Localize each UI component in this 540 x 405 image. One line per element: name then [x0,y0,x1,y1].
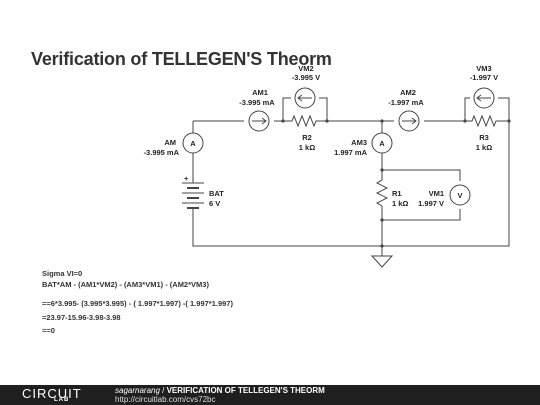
am2-name: AM2 [400,88,416,97]
am3-value: 1.997 mA [334,148,368,157]
vm2-name: VM2 [298,64,313,73]
footer-circuit-title[interactable]: VERIFICATION OF TELLEGEN'S THEORM [166,386,325,395]
am-symbol: A [190,139,196,148]
wire-r3-bridge [464,97,510,121]
resistor-r3 [382,114,510,247]
bat-plus: + [184,174,189,183]
resistor-r1 [375,170,389,246]
ground-icon [370,255,394,268]
r2-name: R2 [302,133,312,142]
note-line-1: Sigma VI=0 [42,269,83,278]
ammeter-am-icon [182,132,204,154]
circuitlab-logo-sub: LAB [54,397,70,403]
am-name: AM [164,138,176,147]
circuit-schematic: A A V + AM -3.995 mA AM1 -3.995 mA VM2 -… [144,64,511,268]
r1-value: 1 kΩ [392,199,408,208]
am2-value: -1.997 mA [388,98,424,107]
vm1-value: 1.997 V [418,199,444,208]
resistor-r2 [283,114,327,128]
vm2-value: -3.995 V [292,73,320,82]
circuitlab-logo[interactable]: CIRCUIT [22,386,82,401]
wire-mid-branch [381,121,461,221]
vm3-name: VM3 [476,64,491,73]
note-line-4: =23.97-15.96-3.98-3.98 [42,313,121,322]
footer-bar: CIRCUIT LAB sagarnarang / VERIFICATION O… [0,385,540,405]
footer-author[interactable]: sagarnarang [115,386,160,395]
am-value: -3.995 mA [144,148,180,157]
vm1-symbol: V [457,191,462,200]
r3-name: R3 [479,133,489,142]
footer-url[interactable]: http://circuitlab.com/cvs72bc [115,395,216,404]
bat-value: 6 V [209,199,220,208]
voltmeter-vm1-icon [449,184,471,206]
am3-symbol: A [379,139,385,148]
note-line-2: BAT*AM - (AM1*VM2) - (AM3*VM1) - (AM2*VM… [42,280,209,289]
vm3-value: -1.997 V [470,73,498,82]
footer-separator: / [159,386,167,395]
am3-name: AM3 [351,138,367,147]
page-title: Verification of TELLEGEN'S Theorm [31,49,332,69]
am1-value: -3.995 mA [239,98,275,107]
vm1-name: VM1 [429,189,444,198]
wire-left-top [192,121,382,247]
r1-name: R1 [392,189,402,198]
bat-name: BAT [209,189,224,198]
ammeter-am3-icon [371,132,393,154]
am1-name: AM1 [252,88,268,97]
r3-value: 1 kΩ [476,143,492,152]
battery-icon [182,170,204,209]
r2-value: 1 kΩ [299,143,315,152]
wire-r2-bridge [282,97,328,121]
note-line-3: ==6*3.995- (3.995*3.995) - ( 1.997*1.997… [42,299,233,308]
note-line-5: ==0 [42,326,55,335]
footer-credit: sagarnarang / VERIFICATION OF TELLEGEN'S… [115,386,325,395]
